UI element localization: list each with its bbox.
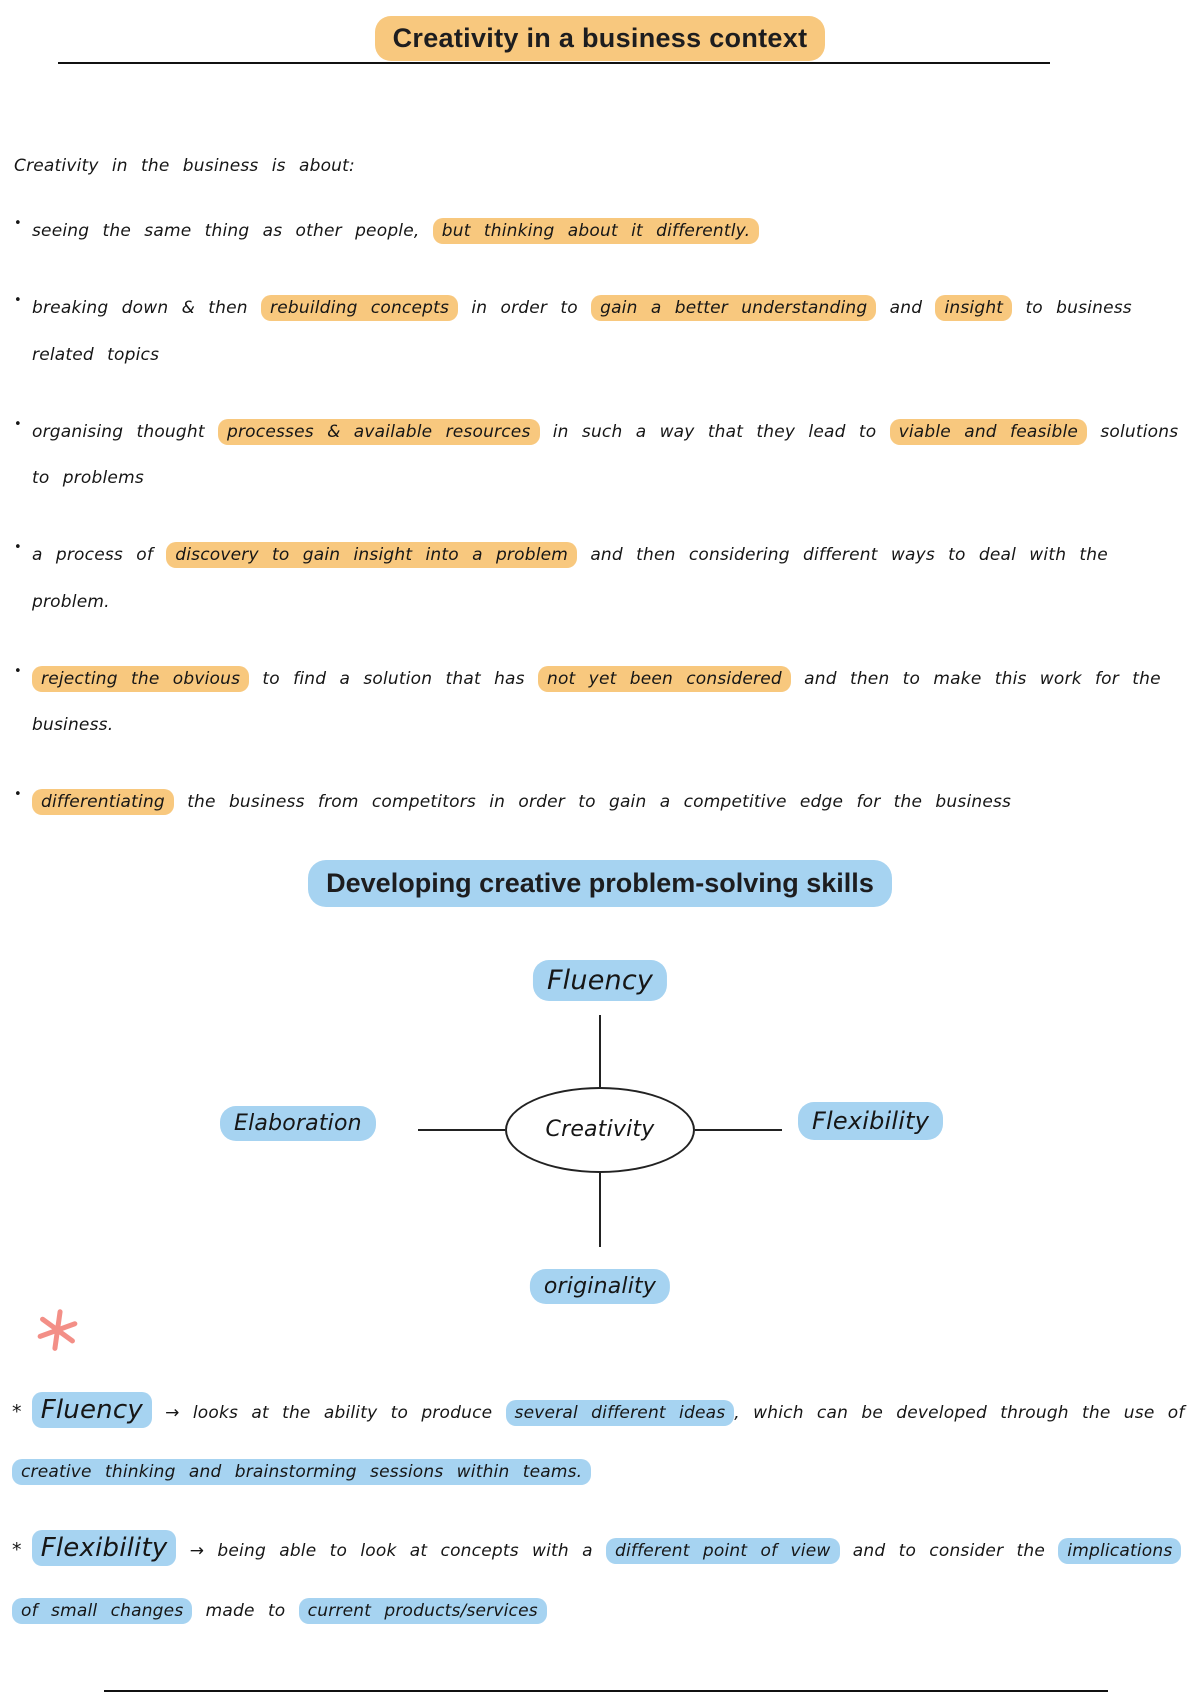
highlighted-text: several different ideas <box>505 1399 735 1426</box>
bullet-item: a process of discovery to gain insight i… <box>14 530 1190 626</box>
node-fluency: Fluency <box>532 959 668 1001</box>
mind-map: Creativity Fluency Elaboration Flexibili… <box>210 959 990 1304</box>
title-underline <box>58 62 1050 64</box>
text-segment: , which can be developed through the use… <box>734 1402 1185 1423</box>
highlighted-text: but thinking about it differently. <box>432 218 760 245</box>
highlighted-text: rebuilding concepts <box>261 295 459 322</box>
connector-line-bottom <box>599 1172 601 1247</box>
section-heading-wrap: Developing creative problem-solving skil… <box>10 859 1190 907</box>
intro-text: Creativity in the business is about: <box>14 150 1190 182</box>
bullet-item: organising thought processes & available… <box>14 407 1190 503</box>
highlighted-text: differentiating <box>32 789 174 816</box>
bullet-item: seeing the same thing as other people, b… <box>14 206 1190 255</box>
text-segment: Creativity in the business is about: <box>14 156 355 176</box>
text-segment: to business related topics <box>32 298 1132 365</box>
text-segment: and <box>876 298 936 319</box>
note-flexibility-text: Flexibility → being able to look at conc… <box>12 1530 1182 1624</box>
text-segment: made to <box>192 1600 299 1621</box>
note-flexibility: *Flexibility → being able to look at con… <box>12 1511 1190 1636</box>
node-originality-label: originality <box>529 1268 671 1304</box>
highlighted-text: processes & available resources <box>218 418 540 445</box>
text-segment: a process of <box>32 545 167 566</box>
node-originality: originality <box>529 1268 671 1304</box>
title-wrap: Creativity in a business context <box>10 16 1190 61</box>
note-fluency-text: Fluency → looks at the ability to produc… <box>12 1391 1185 1486</box>
node-flexibility-label: Flexibility <box>798 1101 944 1140</box>
bullet-item: rejecting the obvious to find a solution… <box>14 654 1190 750</box>
center-node-label: Creativity <box>545 1117 655 1143</box>
node-elaboration-label: Elaboration <box>220 1105 376 1141</box>
note-fluency: *Fluency → looks at the ability to produ… <box>12 1373 1190 1498</box>
text-segment: in such a way that they lead to <box>539 421 890 442</box>
page-header: Creativity in a business context <box>10 16 1190 88</box>
text-segment: and then to make this work for the busin… <box>32 668 1161 736</box>
center-node-ellipse: Creativity <box>505 1086 695 1173</box>
node-elaboration: Elaboration <box>220 1105 376 1141</box>
highlighted-text: not yet been considered <box>537 665 791 692</box>
highlighted-text: rejecting the obvious <box>32 665 250 692</box>
text-segment: → being able to look at concepts with a <box>176 1541 607 1562</box>
bullet-item: breaking down & then rebuilding concepts… <box>14 283 1190 379</box>
connector-line-top <box>599 1014 601 1087</box>
note-marker: * <box>12 1539 22 1562</box>
text-segment: seeing the same thing as other people, <box>32 221 433 242</box>
node-fluency-label: Fluency <box>532 959 668 1001</box>
text-segment: the business from competitors in order t… <box>173 792 1012 813</box>
highlighted-text: different point of view <box>606 1538 840 1565</box>
node-flexibility: Flexibility <box>798 1101 944 1140</box>
connector-line-left <box>418 1128 505 1131</box>
highlighted-text: gain a better understanding <box>591 295 877 322</box>
note-marker: * <box>12 1400 22 1423</box>
text-segment: and then considering different ways to d… <box>32 545 1108 612</box>
highlighted-text: Fluency <box>31 1391 152 1428</box>
text-segment: breaking down & then <box>32 298 262 319</box>
text-segment: and to consider the <box>839 1541 1059 1562</box>
highlighted-text: discovery to gain insight into a problem <box>166 542 578 569</box>
notes-section: *Fluency → looks at the ability to produ… <box>12 1308 1190 1636</box>
bottom-rule <box>104 1690 1108 1692</box>
bullet-list: seeing the same thing as other people, b… <box>14 206 1190 826</box>
asterisk-mark <box>31 1304 83 1356</box>
text-segment: organising thought <box>32 421 218 442</box>
section-heading: Developing creative problem-solving skil… <box>308 859 892 907</box>
highlighted-text: creative thinking and brainstorming sess… <box>12 1459 592 1486</box>
text-segment: solutions to problems <box>32 421 1179 489</box>
text-segment: → looks at the ability to produce <box>151 1402 506 1423</box>
connector-line-right <box>695 1128 782 1131</box>
highlighted-text: current products/services <box>298 1597 547 1624</box>
bullet-item: differentiating the business from compet… <box>14 777 1190 826</box>
text-segment: in order to <box>458 298 592 319</box>
highlighted-text: Flexibility <box>31 1530 177 1567</box>
text-segment: to find a solution that has <box>249 668 538 689</box>
highlighted-text: viable and feasible <box>889 418 1088 445</box>
page-title: Creativity in a business context <box>374 16 826 61</box>
highlighted-text: insight <box>935 295 1013 322</box>
